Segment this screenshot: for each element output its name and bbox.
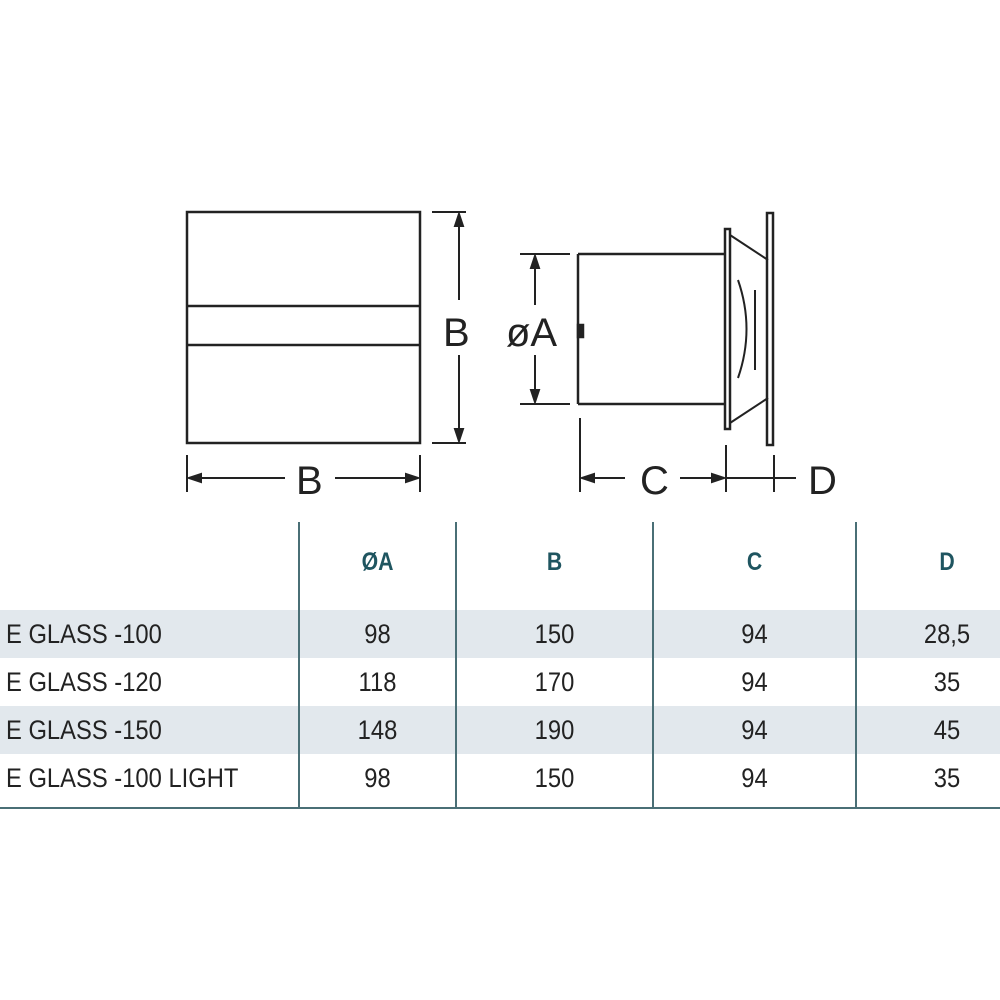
diameter-dimension	[520, 252, 570, 406]
model-name: E GLASS -100 LIGHT	[6, 763, 239, 793]
header-c: C	[746, 548, 763, 576]
front-width-label: B	[296, 459, 323, 503]
table-cell: 190	[534, 715, 575, 745]
table-cell: 45	[933, 715, 961, 745]
table-cell: 150	[534, 619, 575, 649]
table-cell: 98	[364, 619, 391, 649]
table-cell: 94	[741, 667, 768, 697]
table-cell: 170	[534, 667, 575, 697]
depth-label: C	[640, 459, 669, 503]
table-cell: 150	[534, 763, 575, 793]
side-view	[576, 211, 775, 447]
table-cell: 94	[741, 763, 768, 793]
column-divider	[855, 522, 857, 809]
table-cell: 118	[358, 667, 397, 697]
header-b: B	[546, 548, 563, 576]
front-width-dimension	[185, 455, 422, 492]
front-height-dimension	[432, 210, 466, 445]
table-cell: 148	[357, 715, 398, 745]
table-cell: 94	[741, 715, 768, 745]
table-cell: 94	[741, 619, 768, 649]
table-cell: 28,5	[923, 619, 971, 649]
table-bottom-rule	[0, 807, 1000, 809]
depth-dimensions	[578, 418, 796, 492]
table-cell: 35	[933, 763, 961, 793]
column-divider	[455, 522, 457, 809]
model-name: E GLASS -100	[6, 619, 162, 649]
column-divider	[298, 522, 300, 809]
table-cell: 35	[933, 667, 961, 697]
front-height-label: B	[443, 311, 470, 355]
row-band	[0, 706, 1000, 754]
table-cell: 98	[364, 763, 391, 793]
technical-drawing: B B øA C D	[185, 210, 837, 503]
header-diameter-a: ØA	[361, 548, 394, 576]
diameter-label: øA	[506, 311, 557, 355]
column-divider	[652, 522, 654, 809]
row-band	[0, 610, 1000, 658]
front-view	[185, 210, 422, 445]
model-name: E GLASS -150	[6, 715, 162, 745]
header-d: D	[939, 548, 955, 576]
flange-label: D	[808, 459, 837, 503]
model-name: E GLASS -120	[6, 667, 162, 697]
